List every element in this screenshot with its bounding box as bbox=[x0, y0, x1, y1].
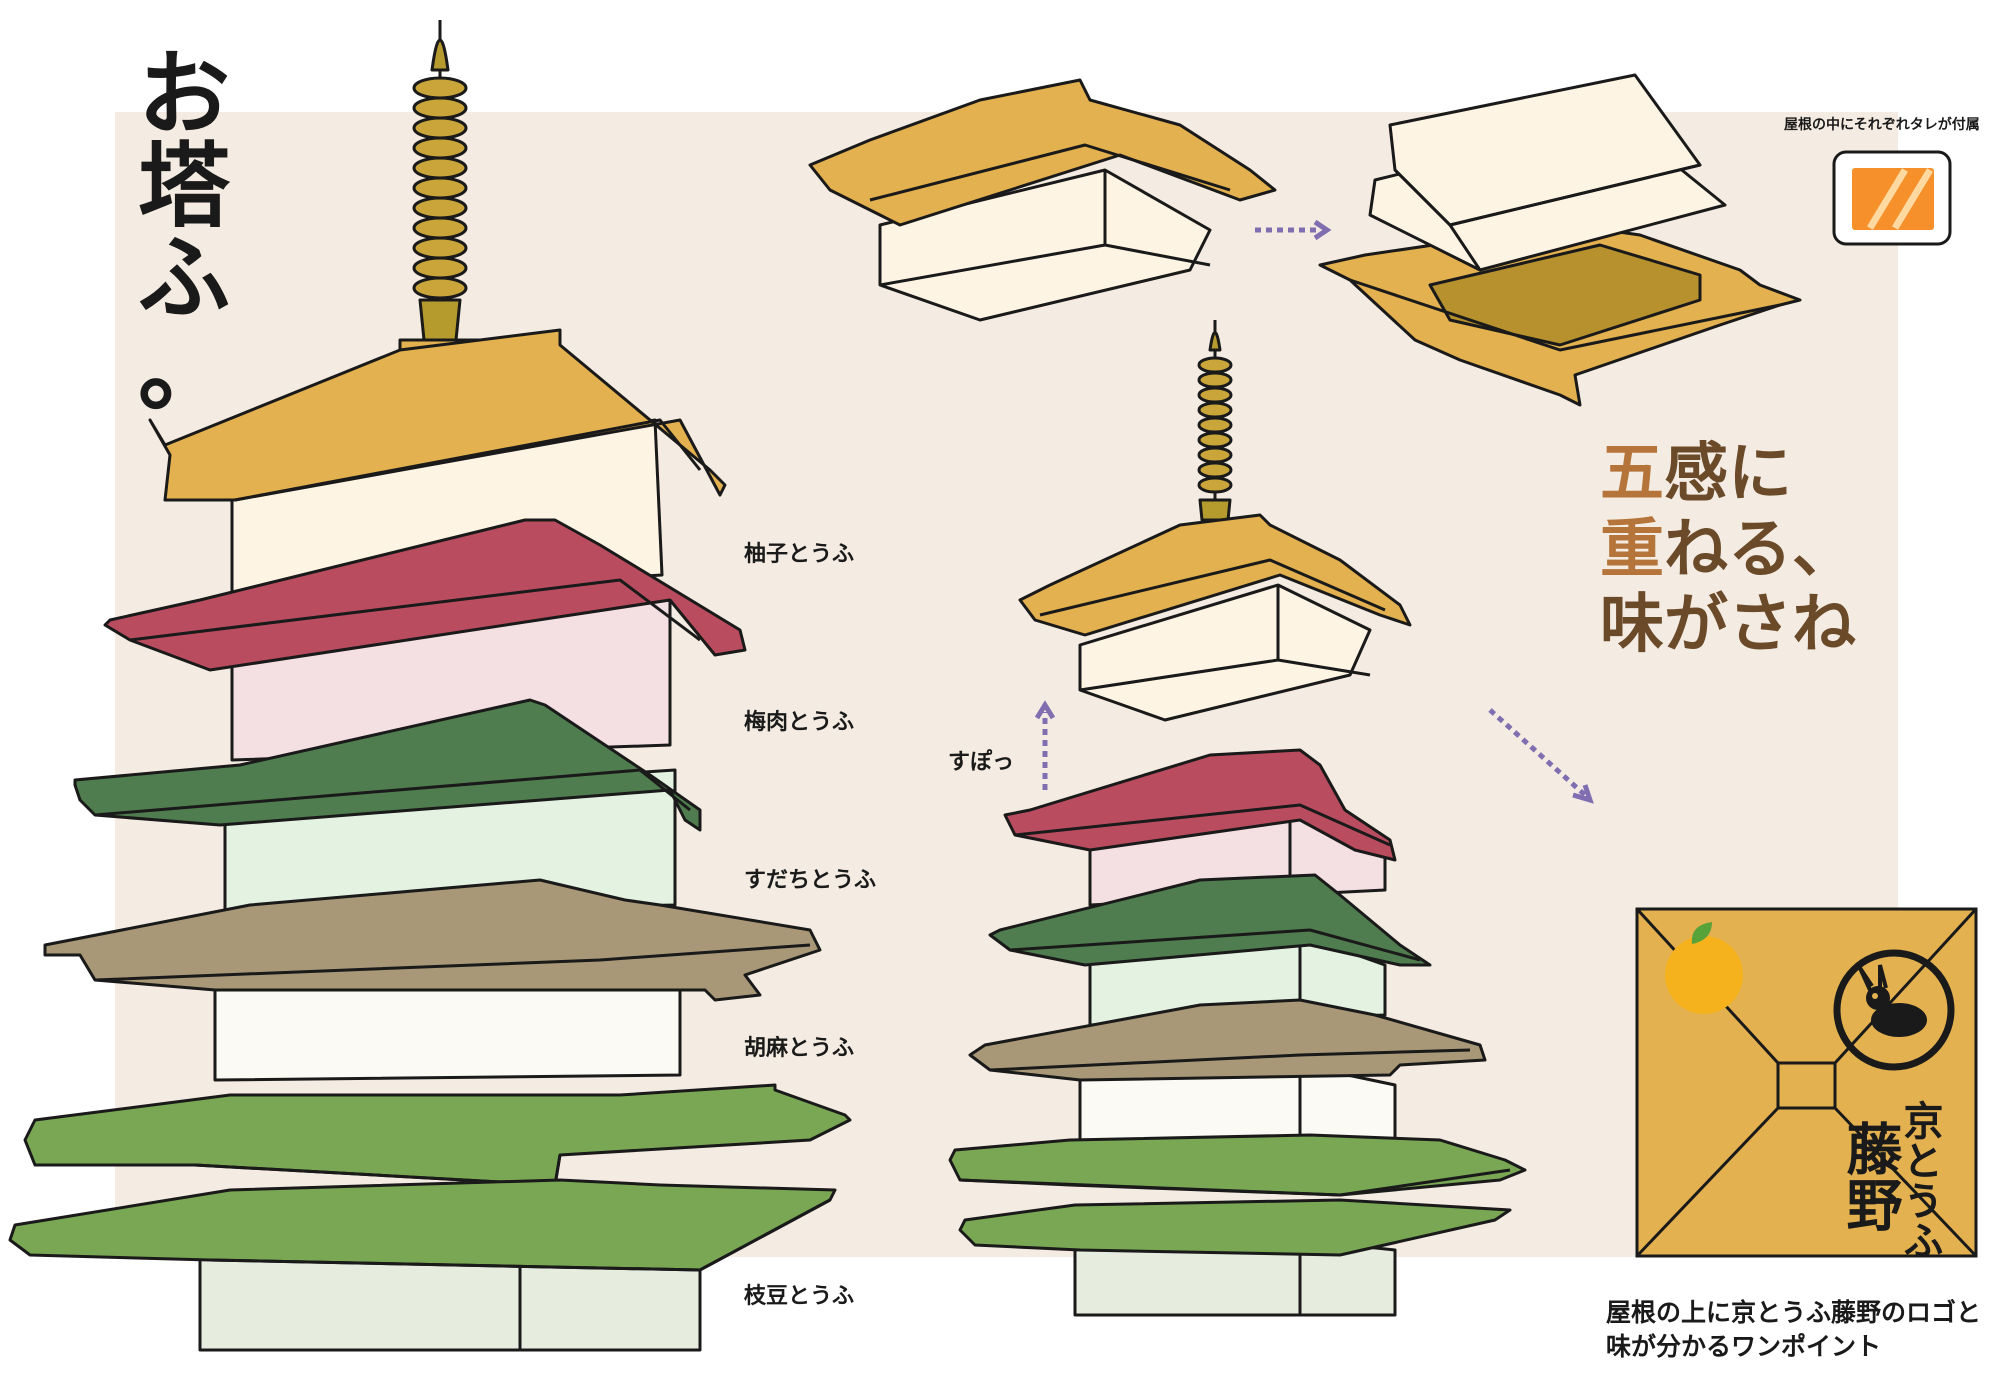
slogan-rest-2: ねる、 bbox=[1664, 511, 1856, 587]
small-pagoda bbox=[948, 320, 1527, 1317]
yuzu-icon bbox=[1665, 922, 1743, 1014]
title-char-2: 塔 bbox=[138, 132, 231, 240]
slogan: 五感に 重ねる、 味がさね bbox=[1600, 436, 1856, 663]
layer-label-yuzu: 柚子とうふ bbox=[744, 541, 855, 567]
finial-icon bbox=[398, 20, 482, 362]
slogan-accent-2: 重 bbox=[1600, 511, 1664, 587]
roof-with-tofu bbox=[808, 78, 1277, 322]
finial-icon bbox=[1197, 320, 1233, 522]
large-pagoda bbox=[8, 20, 852, 1352]
caption: 屋根の上に京とうふ藤野のロゴと 味が分かるワンポイント bbox=[1606, 1296, 1981, 1364]
layer-label-bainiku: 梅肉とうふ bbox=[744, 709, 855, 735]
brand-line1: 京とうふ bbox=[1897, 1100, 1944, 1260]
caption-line-1: 屋根の上に京とうふ藤野のロゴと bbox=[1606, 1298, 1982, 1327]
slogan-rest-1: 感に bbox=[1664, 436, 1792, 511]
arrow-icon bbox=[1255, 219, 1332, 241]
tofu-separated bbox=[1318, 73, 1802, 407]
tare-packet-icon bbox=[1832, 150, 1952, 246]
slogan-line-2: 重ねる、 bbox=[1600, 512, 1856, 588]
layer-label-goma: 胡麻とうふ bbox=[744, 1035, 855, 1061]
layer-label-sudachi: すだちとうふ bbox=[744, 867, 877, 893]
page-title: お 塔 ふ 。 bbox=[138, 48, 248, 416]
slogan-accent-1: 五 bbox=[1600, 436, 1664, 511]
title-char-1: お bbox=[138, 40, 231, 148]
tare-note: 屋根の中にそれぞれタレが付属 bbox=[1784, 117, 1980, 133]
action-label: すぽっ bbox=[948, 749, 1015, 775]
slogan-line-1: 五感に bbox=[1600, 436, 1856, 512]
rabbit-crest-icon bbox=[1833, 949, 1955, 1071]
title-char-3: ふ bbox=[138, 224, 231, 332]
slogan-line-3: 味がさね bbox=[1600, 587, 1856, 663]
arrow-icon bbox=[1488, 708, 1594, 804]
brand-line2: 藤野 bbox=[1837, 1120, 1903, 1232]
title-char-4: 。 bbox=[138, 316, 231, 424]
caption-line-2: 味が分かるワンポイント bbox=[1606, 1331, 1882, 1361]
layer-label-edamame: 枝豆とうふ bbox=[744, 1283, 855, 1309]
arrow-icon bbox=[1034, 700, 1056, 790]
